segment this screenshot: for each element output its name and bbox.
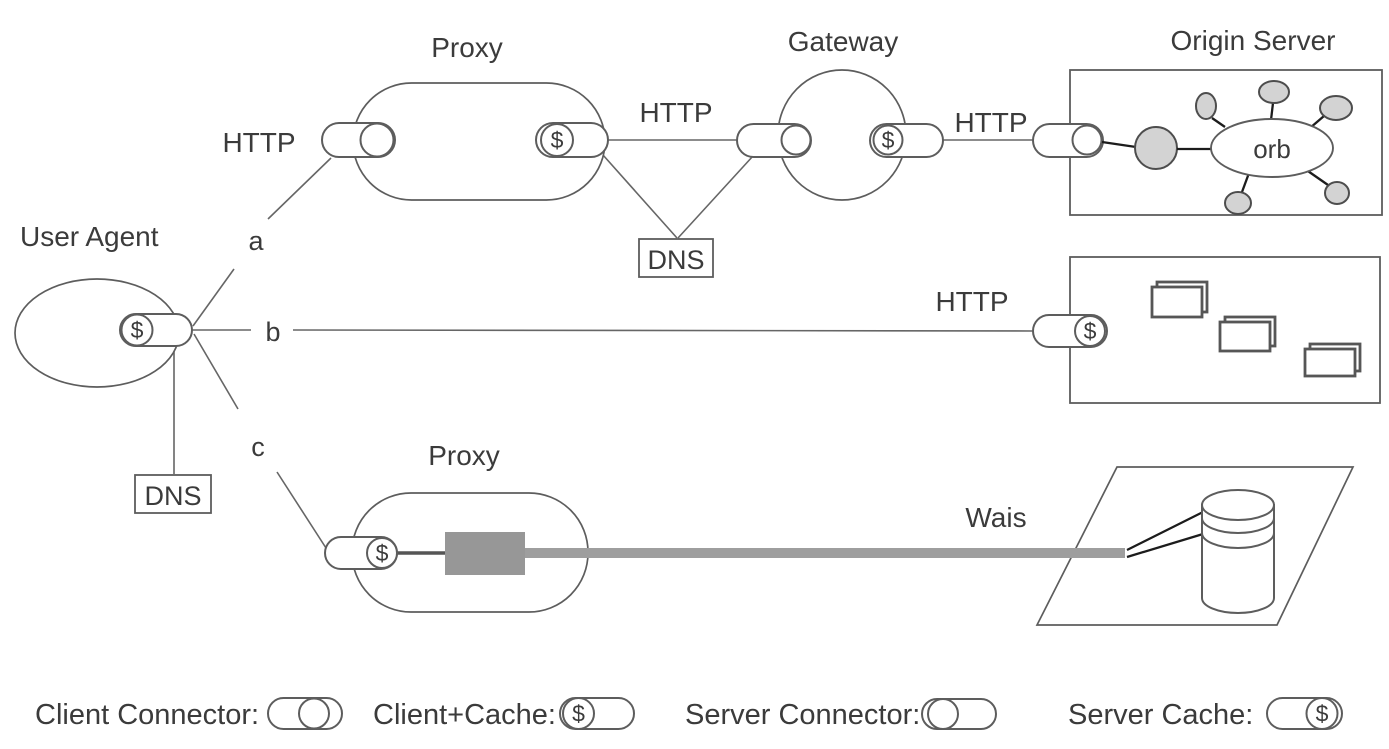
- origin-server-connector-face: [1071, 124, 1103, 156]
- legend-server-connector: Server Connector:: [685, 698, 997, 731]
- legend-server-connector-label: Server Connector:: [685, 699, 920, 731]
- user-agent-cache-icon: [120, 313, 154, 347]
- cylinder-rim-1: [1201, 517, 1275, 534]
- proxy-bottom-label: Proxy: [428, 440, 500, 471]
- cache-server-cache-symbol: $: [1084, 318, 1097, 344]
- proxy-bottom-gray-block: [445, 532, 525, 575]
- path-b-label: b: [265, 317, 280, 347]
- orb-satellite-top: [1258, 80, 1290, 104]
- server-connector-face: [927, 698, 959, 730]
- orb-ellipse: [1210, 118, 1334, 178]
- legend-server-cache: Server Cache: $: [1068, 697, 1343, 731]
- http-label-gateway-origin: HTTP: [954, 107, 1027, 138]
- orb-satellite-bottomleft: [1224, 191, 1252, 215]
- dns-box-left: DNS: [134, 474, 212, 514]
- wais-label: Wais: [965, 502, 1026, 533]
- proxy-top-cache-symbol: $: [551, 127, 564, 153]
- legend: Client Connector: Client+Cache: $ Server…: [35, 697, 1343, 731]
- server-cache-face: [1305, 697, 1339, 730]
- path-c-label: c: [251, 432, 265, 462]
- legend-server-cache-label: Server Cache:: [1068, 699, 1253, 731]
- cache-server: $: [1032, 256, 1381, 404]
- legend-client-connector-label: Client Connector:: [35, 699, 259, 731]
- document-front: [1218, 320, 1272, 353]
- proxy-top-left-connector-face: [359, 122, 395, 158]
- dns-middle-rect: [638, 238, 714, 278]
- path-c-line-2: [276, 471, 327, 549]
- gateway-cache-icon: [872, 124, 904, 156]
- origin-server: Origin Server orb: [1032, 25, 1383, 216]
- orb-satellite-topright: [1319, 95, 1353, 121]
- http-label-ua-proxy: HTTP: [222, 127, 295, 158]
- client-cache-symbol: $: [572, 701, 585, 727]
- orb-satellite-bottomright: [1324, 181, 1350, 205]
- orb-link-topleft: [1211, 117, 1226, 128]
- document-stack-1: [1150, 280, 1209, 319]
- server-cache-symbol: $: [1316, 701, 1329, 727]
- dns-left-rect: [134, 474, 212, 514]
- wais-pointer-line-1: [1126, 510, 1204, 552]
- cache-server-cache-icon: [1074, 315, 1106, 347]
- cylinder-body: [1201, 504, 1275, 614]
- origin-node-circle: [1134, 126, 1178, 170]
- client-cache-face: [562, 697, 595, 730]
- origin-server-label: Origin Server: [1171, 25, 1336, 56]
- user-agent-cache-symbol: $: [131, 317, 144, 343]
- proxy-top-cache-icon: [540, 123, 574, 157]
- path-c-line-1: [193, 333, 239, 410]
- orb-label: orb: [1253, 134, 1291, 164]
- dns-gateway-line: [677, 155, 754, 239]
- dns-box-middle: DNS: [638, 238, 714, 278]
- proxy-top-label: Proxy: [431, 32, 503, 63]
- orb-link-top: [1269, 102, 1275, 121]
- legend-client-connector: Client Connector:: [35, 697, 343, 731]
- legend-client-cache: Client+Cache: $: [373, 697, 635, 731]
- path-b-line-2: [292, 329, 1035, 332]
- path-a-label: a: [248, 226, 264, 256]
- database-cylinder-icon: [1201, 489, 1275, 614]
- gateway-cache-symbol: $: [882, 127, 895, 153]
- document-front: [1150, 285, 1204, 319]
- proxy-bottom: Proxy $: [324, 440, 589, 613]
- document-front: [1303, 347, 1357, 378]
- http-label-path-b: HTTP: [935, 286, 1008, 317]
- wais-parallelogram: [1035, 466, 1355, 626]
- cylinder-rim-2: [1201, 532, 1275, 549]
- gateway-left-connector-face: [780, 124, 812, 156]
- document-stack-3: [1303, 342, 1362, 378]
- orb-satellite-topleft: [1195, 92, 1217, 120]
- gateway: Gateway $: [736, 26, 944, 201]
- dns-left-label: DNS: [144, 481, 201, 511]
- proxy-dns-line: [602, 154, 678, 239]
- orb-link-bottomleft: [1240, 172, 1251, 193]
- connection-lines: [173, 139, 1035, 549]
- dns-middle-label: DNS: [647, 245, 704, 275]
- proxy-bottom-cache-symbol: $: [376, 540, 389, 566]
- user-agent-label: User Agent: [20, 221, 159, 252]
- path-a-line-1: [192, 268, 235, 327]
- legend-client-cache-label: Client+Cache:: [373, 699, 556, 731]
- gateway-label: Gateway: [788, 26, 899, 57]
- proxy-bottom-cache-icon: [366, 537, 398, 569]
- http-label-proxy-gateway: HTTP: [639, 97, 712, 128]
- document-stack-2: [1218, 315, 1277, 353]
- wais-datastore: Wais: [525, 466, 1355, 626]
- path-a-line-2: [267, 157, 332, 220]
- user-agent: User Agent $: [14, 221, 193, 388]
- client-connector-face: [298, 697, 330, 730]
- proxy-top: Proxy $: [321, 32, 609, 201]
- cylinder-top: [1201, 489, 1275, 521]
- wais-pointer-line-2: [1126, 532, 1204, 559]
- origin-link-1: [1101, 140, 1137, 149]
